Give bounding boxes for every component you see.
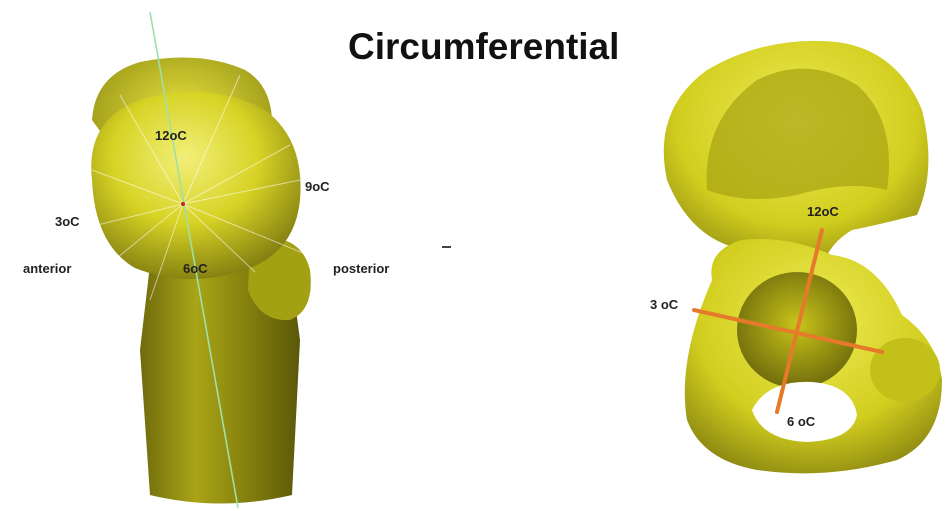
acetabulum-model xyxy=(647,30,947,500)
femur-label-6-oclock: 6oC xyxy=(183,261,208,276)
ischial-tuberosity xyxy=(870,338,940,402)
label-posterior: posterior xyxy=(333,261,389,276)
acetabulum-label-12-oclock: 12oC xyxy=(807,204,839,219)
acetabulum-label-3-oclock: 3 oC xyxy=(650,297,678,312)
femur-model xyxy=(0,0,460,511)
femur-label-9-oclock: 9oC xyxy=(305,179,330,194)
femoral-head xyxy=(91,92,300,279)
separator-dash xyxy=(442,246,451,248)
femur-label-12-oclock: 12oC xyxy=(155,128,187,143)
femur-label-3-oclock: 3oC xyxy=(55,214,80,229)
acetabulum-label-6-oclock: 6 oC xyxy=(787,414,815,429)
head-center-dot xyxy=(181,202,185,206)
label-anterior: anterior xyxy=(23,261,71,276)
